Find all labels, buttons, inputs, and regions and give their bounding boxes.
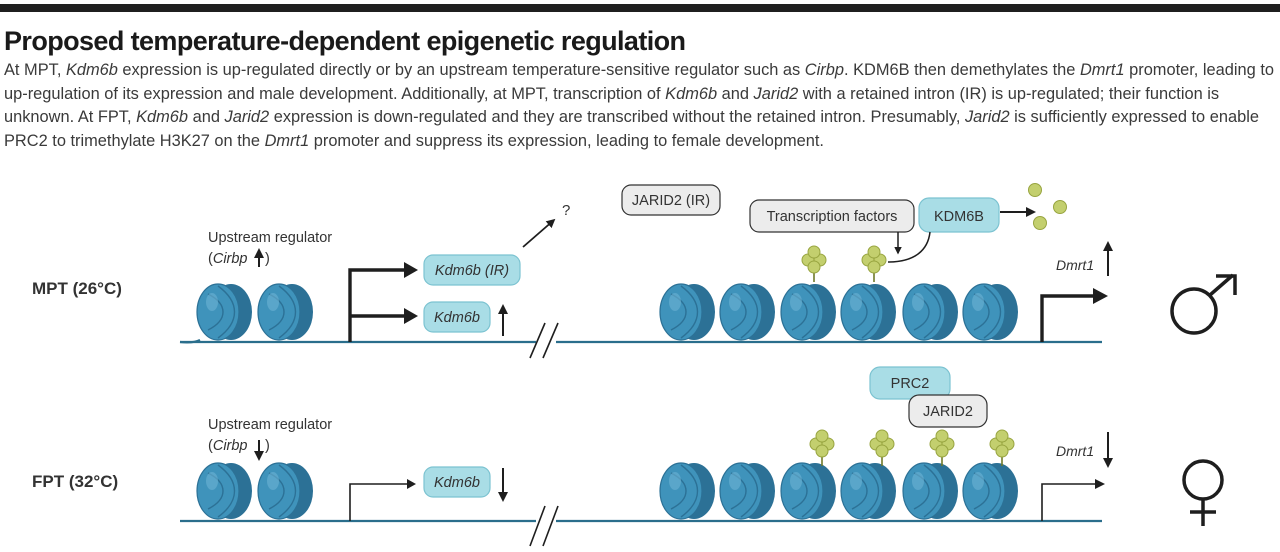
caption-text: expression is down-regulated and they ar… <box>269 108 965 126</box>
fpt-jarid2-box <box>908 394 988 428</box>
caption-text: At MPT, <box>4 61 66 79</box>
fpt-methyl-mark <box>989 429 1015 466</box>
mpt-row-label: MPT (26°C) <box>32 279 122 298</box>
mpt-jarid2-ir-box <box>621 184 721 216</box>
caption-text: is sufficiently expressed to enable PRC2… <box>4 108 1259 150</box>
fpt-nucs-promoter-nucleosome <box>962 462 1018 520</box>
fpt-methyl-mark <box>809 429 835 466</box>
mpt-dna <box>179 322 1102 359</box>
mpt-cirbp-label: (Cirbp <box>208 251 248 267</box>
mpt-kdm6b-label: Kdm6b <box>434 310 480 326</box>
caption-gene-name: Jarid2 <box>964 108 1010 126</box>
mpt-kdm6b-protein-box <box>918 197 1000 233</box>
female-symbol-icon <box>1182 459 1224 526</box>
mpt-kdm6b-ir-box <box>423 254 521 286</box>
fpt-methyl-mark <box>929 429 955 466</box>
fpt-break-mark-1 <box>529 505 546 547</box>
fpt-cirbp-label: (Cirbp <box>208 438 248 454</box>
caption-gene-name: Dmrt1 <box>1079 61 1125 79</box>
mpt-dmrt1-promoter-arrow <box>1040 294 1094 342</box>
mpt-kdm6b-protein-label: KDM6B <box>934 209 984 225</box>
fpt-kdm6b-box <box>423 466 491 498</box>
mpt-nucs-promoter-nucleosome <box>902 283 958 341</box>
caption-text: and <box>188 108 225 126</box>
fpt-jarid2-label: JARID2 <box>923 404 973 420</box>
mpt-nucs-promoter-nucleosome <box>780 283 836 341</box>
caption-gene-name: Kdm6b <box>65 61 118 79</box>
mpt-promoter-arrow-ir <box>348 268 405 342</box>
mpt-nucs-promoter-nucleosome <box>659 283 715 341</box>
caption-text: promoter, leading to up-regulation of it… <box>4 61 1274 103</box>
mpt-row: MPT (26°C) Upstream regulator (Cirbp ) K… <box>32 183 1237 359</box>
caption-text: expression is up-regulated directly or b… <box>117 61 805 79</box>
fpt-prc2-box <box>869 366 951 400</box>
fpt-prc2-label: PRC2 <box>891 376 930 392</box>
fpt-nucs-promoter-nucleosome <box>840 462 896 520</box>
svg-text:): ) <box>265 438 270 454</box>
fpt-break-mark-2 <box>542 505 559 547</box>
fpt-dmrt1-label: Dmrt1 <box>1056 443 1094 459</box>
fpt-row: FPT (32°C) Upstream regulator (Cirbp ) K… <box>32 366 1224 547</box>
mpt-methyl-mark <box>801 245 827 282</box>
fpt-kdm6b-label: Kdm6b <box>434 475 480 491</box>
mpt-jarid2-ir-label: JARID2 (IR) <box>632 193 710 209</box>
caption-gene-name: Jarid2 <box>753 84 799 103</box>
fpt-dmrt1-promoter-arrow <box>1041 483 1096 521</box>
mpt-dmrt1-label: Dmrt1 <box>1056 257 1094 273</box>
mpt-unknown-arrow-icon <box>522 218 556 248</box>
fpt-nucs-promoter-nucleosome <box>902 462 958 520</box>
caption-gene-name: Jarid2 <box>224 108 270 126</box>
mpt-kdm6b-ir-label: Kdm6b (IR) <box>435 263 509 279</box>
fpt-promoter-arrow <box>349 483 408 521</box>
mpt-break-mark-1 <box>529 322 546 359</box>
fpt-nucleosomes <box>196 429 1018 520</box>
mpt-nucs-upstream-nucleosome <box>196 283 252 341</box>
top-rule <box>0 4 1280 12</box>
fpt-row-label: FPT (32°C) <box>32 472 118 491</box>
mpt-nucs-upstream-nucleosome <box>257 283 313 341</box>
caption-gene-name: Kdm6b <box>665 84 718 103</box>
svg-text:): ) <box>265 251 270 267</box>
fpt-nucs-promoter-nucleosome <box>780 462 836 520</box>
caption-gene-name: Kdm6b <box>136 108 189 126</box>
fpt-nucs-upstream-nucleosome <box>196 462 252 520</box>
mpt-released-methyl-groups <box>1028 183 1067 230</box>
mpt-question-mark: ? <box>562 202 570 219</box>
mpt-methyl-mark <box>861 245 887 282</box>
mpt-kdm6b-box <box>423 301 491 333</box>
male-symbol-icon <box>1170 273 1237 335</box>
fpt-dna <box>180 505 1102 547</box>
caption-gene-name: Dmrt1 <box>264 131 310 150</box>
fpt-nucs-promoter-nucleosome <box>659 462 715 520</box>
caption-text: and <box>717 84 754 103</box>
fpt-nucs-upstream-nucleosome <box>257 462 313 520</box>
caption-text: . KDM6B then demethylates the <box>843 61 1080 79</box>
mpt-kdm6b-to-chromatin-line <box>887 231 931 263</box>
mpt-upstream-label: Upstream regulator <box>208 230 332 246</box>
caption-text: promoter and suppress its expression, le… <box>309 131 824 150</box>
caption-gene-name: Cirbp <box>804 61 844 79</box>
fpt-nucs-promoter-nucleosome <box>719 462 775 520</box>
mpt-transcription-factors-box <box>749 199 915 233</box>
mpt-break-mark-2 <box>542 322 559 359</box>
mpt-nucs-promoter-nucleosome <box>962 283 1018 341</box>
mpt-transcription-factors-label: Transcription factors <box>767 209 898 225</box>
caption-text: with a retained intron (IR) is up-regula… <box>4 84 1220 127</box>
figure-title: Proposed temperature-dependent epigeneti… <box>4 26 686 56</box>
fpt-upstream-label: Upstream regulator <box>208 417 332 433</box>
figure-caption: At MPT, Kdm6b expression is up-regulated… <box>4 59 1274 153</box>
mpt-nucs-promoter-nucleosome <box>719 283 775 341</box>
mpt-nucleosomes <box>196 245 1018 341</box>
fpt-methyl-mark <box>869 429 895 466</box>
mpt-nucs-promoter-nucleosome <box>840 283 896 341</box>
